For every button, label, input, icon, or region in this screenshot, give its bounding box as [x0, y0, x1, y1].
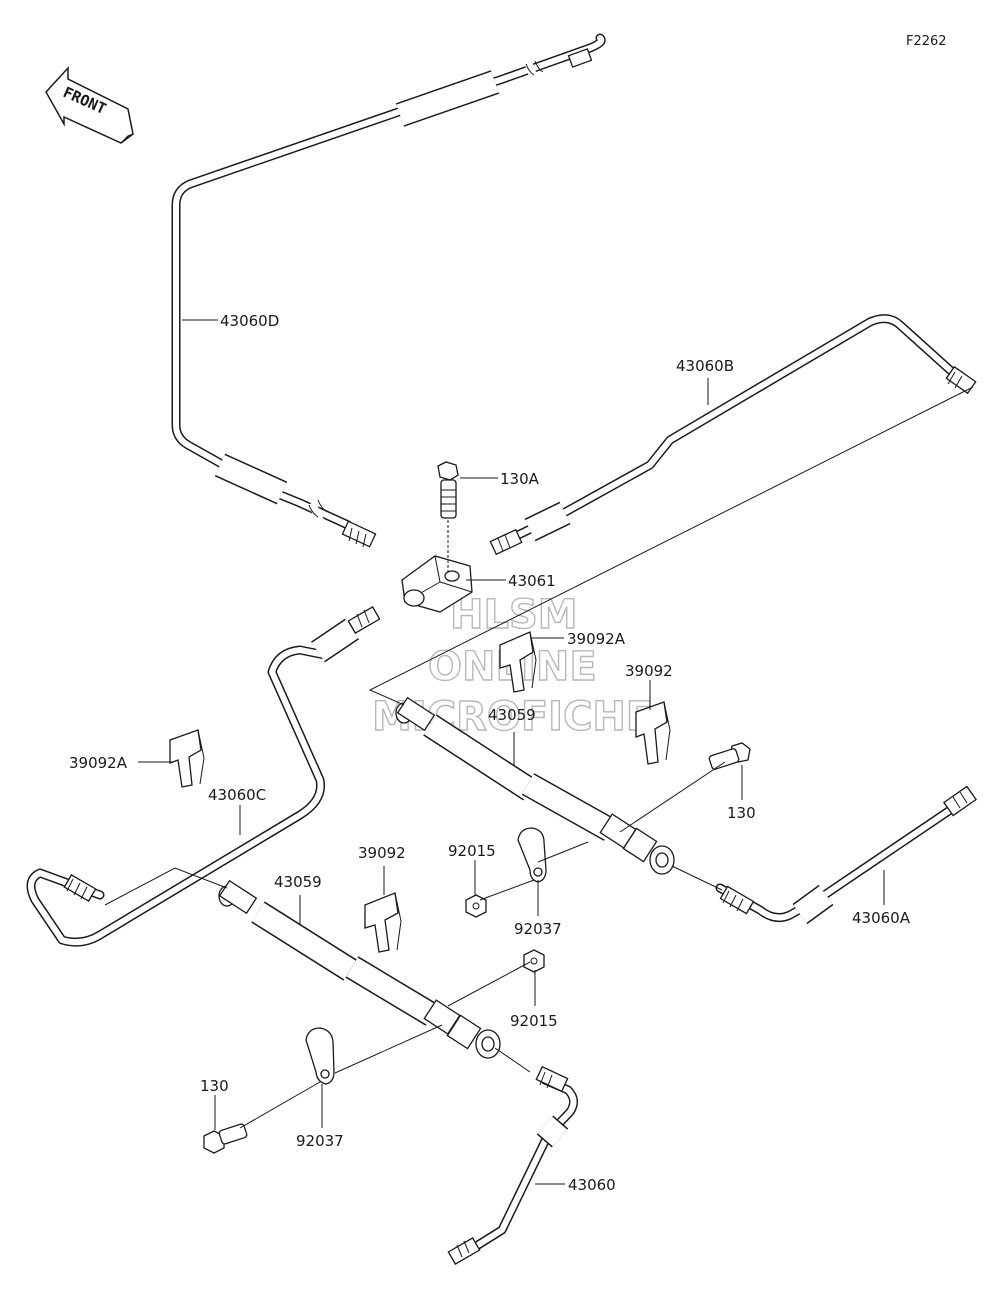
callout-39092A-upper: 39092A	[567, 630, 626, 648]
brake-joint-43061	[401, 555, 473, 613]
callout-130-left: 130	[200, 1077, 229, 1095]
callout-43060: 43060	[568, 1176, 616, 1194]
clamp-39092A-left	[169, 729, 205, 788]
brake-hose-43059-upper	[395, 696, 675, 875]
clamp-39092A-upper	[499, 631, 537, 693]
brake-pipe-43060C	[26, 606, 381, 947]
bracket-92037-lower	[305, 1027, 335, 1085]
assembly-reference-lines	[104, 386, 974, 1129]
clamp-39092-right	[635, 701, 671, 765]
figure-code: F2262	[906, 34, 947, 49]
callout-92037-mid: 92037	[514, 920, 562, 938]
brake-pipe-43060D	[171, 33, 606, 548]
callout-leaders	[138, 319, 885, 1185]
clamp-39092-lower	[364, 892, 402, 953]
callout-43060C: 43060C	[208, 786, 266, 804]
callout-92015-mid: 92015	[448, 842, 496, 860]
bolt-130-left	[203, 1123, 248, 1154]
brake-pipe-43060A	[715, 785, 977, 925]
watermark-line-1: HLSM	[450, 592, 578, 638]
callout-130A: 130A	[500, 470, 540, 488]
bolt-130-right	[708, 742, 751, 770]
callout-92015-lower: 92015	[510, 1012, 558, 1030]
nut-92015-mid	[465, 894, 487, 918]
callout-39092A-left: 39092A	[69, 754, 128, 772]
callout-43060B: 43060B	[676, 357, 734, 375]
callout-43059-lower: 43059	[274, 873, 322, 891]
watermark: HLSM ONLINE MICROFICHE	[371, 591, 654, 740]
callout-39092-right: 39092	[625, 662, 673, 680]
callout-39092-lower: 39092	[358, 844, 406, 862]
callout-92037-lower: 92037	[296, 1132, 344, 1150]
callout-43060D: 43060D	[220, 312, 279, 330]
front-direction-arrow-icon: FRONT	[45, 66, 134, 144]
callout-43060A: 43060A	[852, 909, 911, 927]
bolt-130A	[437, 461, 459, 572]
bracket-92037-mid	[517, 827, 547, 883]
brake-pipe-43060	[447, 1065, 578, 1265]
brake-hose-43059-lower	[218, 879, 501, 1059]
callout-130-right: 130	[727, 804, 756, 822]
nut-92015-lower	[523, 949, 545, 973]
callout-43061: 43061	[508, 572, 556, 590]
brake-pipe-43060B	[489, 314, 977, 556]
callout-43059-upper: 43059	[488, 706, 536, 724]
